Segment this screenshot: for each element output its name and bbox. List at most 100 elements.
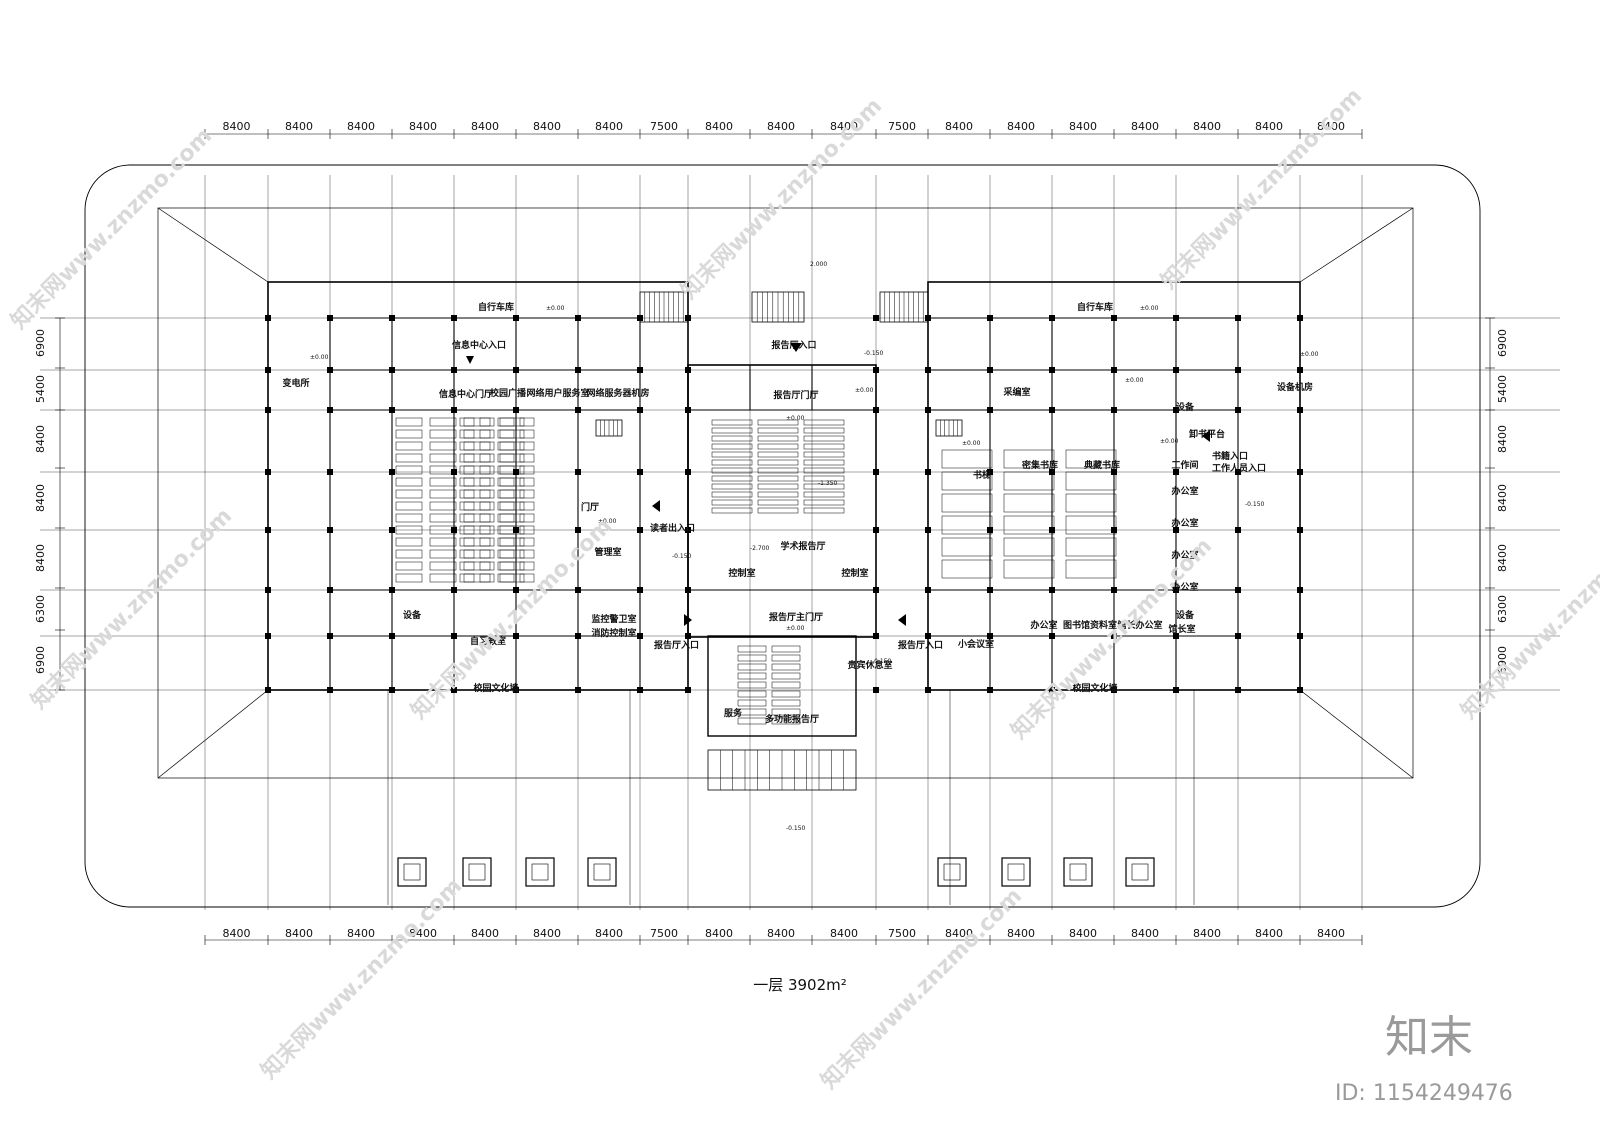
column xyxy=(873,633,879,639)
study-desk xyxy=(499,453,515,463)
light-well-inner xyxy=(468,863,486,881)
book-stack xyxy=(1065,537,1117,557)
room-control-right: 控制室 xyxy=(841,567,868,579)
auditorium-seat xyxy=(757,499,799,506)
room-culture-wall-left: 校园文化墙 xyxy=(473,682,518,694)
study-desk xyxy=(519,441,535,451)
column xyxy=(1111,687,1117,693)
column xyxy=(925,407,931,413)
column xyxy=(873,687,879,693)
entrance-arrow-icon xyxy=(898,614,906,626)
study-desk xyxy=(479,489,495,499)
room-library-archive: 图书馆资料室 xyxy=(1063,619,1117,631)
column xyxy=(685,633,691,639)
study-desk xyxy=(429,561,457,571)
level-mark: -0.150 xyxy=(1245,501,1265,508)
study-desk xyxy=(463,453,491,463)
watermark-text: 知末网www.znzmo.com xyxy=(1456,513,1600,724)
study-desk xyxy=(463,429,491,439)
dimension-label: 7500 xyxy=(888,927,916,940)
auditorium-seat xyxy=(757,443,799,450)
column xyxy=(389,315,395,321)
study-desk xyxy=(395,429,423,439)
column xyxy=(327,469,333,475)
book-stack xyxy=(1003,471,1055,491)
column xyxy=(1049,367,1055,373)
column xyxy=(1297,315,1303,321)
column xyxy=(1235,633,1241,639)
column xyxy=(637,587,643,593)
column xyxy=(389,633,395,639)
study-desk xyxy=(395,573,423,583)
room-academic-hall: 学术报告厅 xyxy=(780,540,825,552)
column xyxy=(987,367,993,373)
auditorium-seat xyxy=(803,507,845,514)
column xyxy=(1049,407,1055,413)
column xyxy=(1235,469,1241,475)
dimension-label: 8400 xyxy=(34,484,47,512)
column xyxy=(513,687,519,693)
dimension-label: 8400 xyxy=(1007,927,1035,940)
study-desk xyxy=(459,429,475,439)
study-desk xyxy=(429,453,457,463)
study-desk xyxy=(463,561,491,571)
room-fire-control: 消防控制室 xyxy=(591,627,636,639)
dimension-label: 8400 xyxy=(1193,927,1221,940)
column xyxy=(265,367,271,373)
study-desk xyxy=(463,465,491,475)
column xyxy=(389,407,395,413)
column xyxy=(925,367,931,373)
room-culture-wall-right: 校园文化墙 xyxy=(1072,682,1117,694)
study-desk xyxy=(429,477,457,487)
column xyxy=(873,407,879,413)
study-desk xyxy=(395,453,423,463)
room-rare-stack: 典藏书库 xyxy=(1084,459,1120,471)
room-network-user-service: 网络用户服务室 xyxy=(526,387,589,399)
column xyxy=(685,587,691,593)
dimension-label: 8400 xyxy=(1193,120,1221,133)
dimension-label: 7500 xyxy=(650,927,678,940)
dimension-label: 6300 xyxy=(34,595,47,623)
study-desk xyxy=(395,477,423,487)
auditorium-seat xyxy=(711,483,753,490)
room-info-lobby: 信息中心门厅 xyxy=(439,388,493,400)
room-director: 馆长室 xyxy=(1168,623,1195,635)
level-mark: ±0.00 xyxy=(962,440,981,447)
column xyxy=(637,633,643,639)
study-desk xyxy=(429,441,457,451)
dimension-label: 8400 xyxy=(595,927,623,940)
room-workroom: 工作间 xyxy=(1171,459,1198,471)
dimension-label: 6900 xyxy=(1496,329,1509,357)
study-desk xyxy=(429,501,457,511)
dimension-label: 8400 xyxy=(471,120,499,133)
watermark-text: 知末网www.znzmo.com xyxy=(256,873,467,1084)
column xyxy=(513,367,519,373)
plan-linework xyxy=(40,164,1560,910)
column xyxy=(637,469,643,475)
study-desk xyxy=(499,561,515,571)
study-desk xyxy=(459,453,475,463)
study-desk xyxy=(395,441,423,451)
dimension-label: 8400 xyxy=(533,120,561,133)
book-stack xyxy=(1003,493,1055,513)
column xyxy=(1111,633,1117,639)
column xyxy=(513,633,519,639)
multi-hall-seat xyxy=(737,654,767,662)
level-mark: ±0.00 xyxy=(598,518,617,525)
column xyxy=(451,527,457,533)
auditorium-seat xyxy=(757,507,799,514)
study-desk xyxy=(479,513,495,523)
column xyxy=(1235,587,1241,593)
study-desk xyxy=(395,513,423,523)
study-desk xyxy=(395,561,423,571)
column xyxy=(451,367,457,373)
study-desk xyxy=(519,465,535,475)
dimension-label: 8400 xyxy=(830,927,858,940)
level-mark: ±0.00 xyxy=(1140,305,1159,312)
auditorium-seat xyxy=(803,491,845,498)
auditorium-seat xyxy=(711,467,753,474)
study-desk xyxy=(429,549,457,559)
multi-hall-seat xyxy=(771,645,801,653)
dimension-label: 8400 xyxy=(1496,484,1509,512)
column xyxy=(265,687,271,693)
